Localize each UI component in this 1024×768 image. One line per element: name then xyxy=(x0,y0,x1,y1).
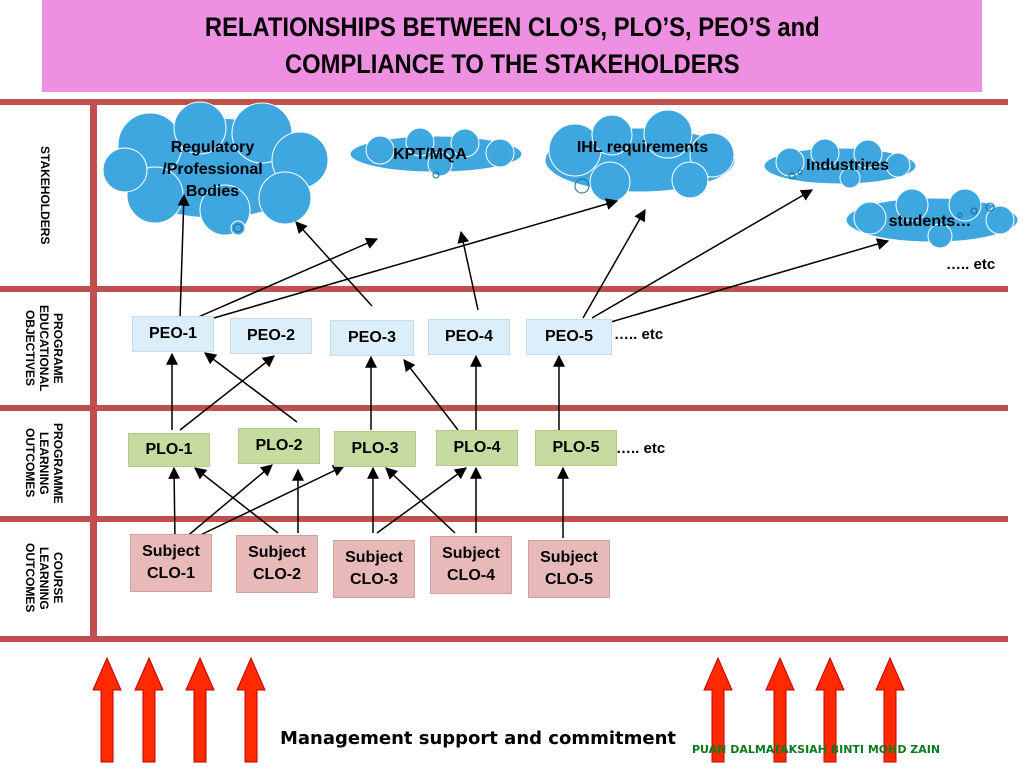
clo-2-subject: Subject xyxy=(248,544,306,561)
support-arrow-6-icon xyxy=(765,656,795,763)
support-arrows xyxy=(92,656,905,763)
peo-5-box: PEO-5 xyxy=(526,319,612,355)
row-label-clo: COURSE LEARNING OUTCOMES xyxy=(23,543,65,613)
support-arrow-8-icon xyxy=(875,656,905,763)
clo-2-box: Subject CLO-2 xyxy=(236,535,318,593)
clo-1-subject: Subject xyxy=(142,543,200,560)
cloud-regulatory-label: Regulatory /Professional Bodies xyxy=(162,139,263,200)
clo-1-label: CLO-1 xyxy=(147,565,195,582)
row-divider-plo xyxy=(0,516,1008,522)
support-arrow-1-icon xyxy=(92,656,122,763)
cloud-industries xyxy=(763,138,917,189)
cloud-ihl-label: IHL requirements xyxy=(576,139,709,156)
row-label-stakeholders: STAKEHOLDERS xyxy=(38,146,52,245)
clo-4-box: Subject CLO-4 xyxy=(430,536,512,594)
arrows-peo-to-stakeholders xyxy=(177,189,890,325)
plo-2-box: PLO-2 xyxy=(238,428,320,464)
clo-3-label: CLO-3 xyxy=(350,571,398,588)
row-divider-peo xyxy=(0,405,1008,411)
plo-1-box: PLO-1 xyxy=(128,433,210,467)
page-title: RELATIONSHIPS BETWEEN CLO’S, PLO’S, PEO’… xyxy=(205,9,820,83)
arrows-clo-to-plo xyxy=(168,464,569,541)
cloud-ihl xyxy=(544,109,736,203)
row-divider-bottom xyxy=(0,636,1008,642)
support-arrow-2-icon xyxy=(134,656,164,763)
plo-3-box: PLO-3 xyxy=(334,431,416,467)
plo-5-box: PLO-5 xyxy=(535,430,617,466)
row-label-peo: PROGRAME EDUCATIONAL OBJECTIVES xyxy=(23,304,65,392)
support-arrow-3-icon xyxy=(185,656,215,763)
author-credit: PUAN DALMATAKSIAH BINTI MOHD ZAIN xyxy=(692,743,941,756)
plo-4-box: PLO-4 xyxy=(436,430,518,466)
clo-5-subject: Subject xyxy=(540,549,598,566)
clo-1-box: Subject CLO-1 xyxy=(130,534,212,592)
arrows-plo-to-peo xyxy=(166,352,565,431)
management-support-caption: Management support and commitment xyxy=(280,728,676,749)
peo-1-box: PEO-1 xyxy=(132,316,214,352)
label-column-divider xyxy=(90,100,97,638)
clo-5-label: CLO-5 xyxy=(545,571,593,588)
peo-4-box: PEO-4 xyxy=(428,319,510,355)
peo-3-box: PEO-3 xyxy=(330,320,414,356)
etc-stakeholders: ….. etc xyxy=(946,256,996,273)
clo-5-box: Subject CLO-5 xyxy=(528,540,610,598)
cloud-kpt-label: KPT/MQA xyxy=(393,146,467,163)
clo-2-label: CLO-2 xyxy=(253,566,301,583)
clo-4-subject: Subject xyxy=(442,545,500,562)
clo-4-label: CLO-4 xyxy=(447,567,495,584)
cloud-kpt-mqa xyxy=(349,127,523,179)
title-banner: RELATIONSHIPS BETWEEN CLO’S, PLO’S, PEO’… xyxy=(42,0,982,92)
support-arrow-7-icon xyxy=(815,656,845,763)
row-divider-top xyxy=(0,99,1008,105)
support-arrow-4-icon xyxy=(236,656,266,763)
clo-3-subject: Subject xyxy=(345,549,403,566)
cloud-regulatory xyxy=(102,101,329,236)
row-divider-stakeholders xyxy=(0,286,1008,292)
support-arrow-5-icon xyxy=(703,656,733,763)
etc-plo: ….. etc xyxy=(616,440,666,457)
clo-3-box: Subject CLO-3 xyxy=(333,540,415,598)
row-label-plo: PROGRAMME LEARNING OUTCOMES xyxy=(23,422,65,504)
cloud-industries-label: Industrires xyxy=(806,157,889,174)
etc-peo: ….. etc xyxy=(614,326,664,343)
peo-2-box: PEO-2 xyxy=(230,318,312,354)
cloud-students-label: students… xyxy=(888,213,972,230)
cloud-students xyxy=(845,188,1019,249)
title-line-1: RELATIONSHIPS BETWEEN CLO’S, PLO’S, PEO’… xyxy=(204,12,820,42)
title-line-2: COMPLIANCE TO THE STAKEHOLDERS xyxy=(284,49,740,79)
